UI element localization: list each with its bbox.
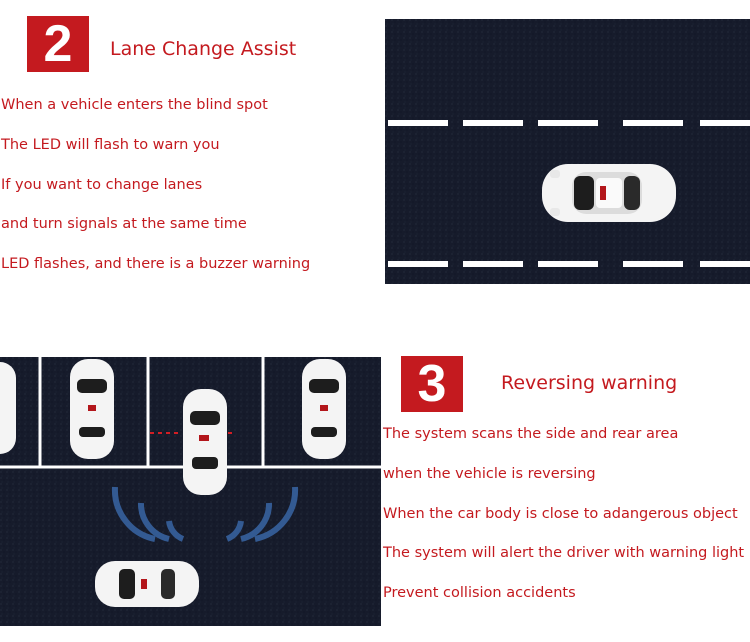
section-title: Lane Change Assist <box>110 38 297 60</box>
reversing-car-icon <box>183 389 227 495</box>
feature-line: When a vehicle enters the blind spot <box>1 97 268 113</box>
lane-marking-bottom <box>388 261 750 267</box>
parking-illustration <box>0 357 381 626</box>
feature-line: The system will alert the driver with wa… <box>383 545 745 561</box>
feature-line: The system scans the side and rear area <box>383 426 679 442</box>
lane-marking-top <box>388 120 750 126</box>
feature-line: when the vehicle is reversing <box>383 466 596 482</box>
feature-line: When the car body is close to adangerous… <box>383 506 738 522</box>
feature-line: LED flashes, and there is a buzzer warni… <box>1 256 311 272</box>
lane-change-road-image <box>385 19 750 284</box>
section-number-badge: 3 <box>401 356 463 412</box>
car-icon <box>542 164 676 222</box>
section-title: Reversing warning <box>501 372 678 394</box>
road-illustration <box>385 19 750 284</box>
feature-line: and turn signals at the same time <box>1 216 247 232</box>
section-number-badge: 2 <box>27 16 89 72</box>
sensor-wave-icon <box>111 486 299 542</box>
reversing-parking-image <box>0 357 381 626</box>
feature-line: If you want to change lanes <box>1 177 203 193</box>
feature-line: The LED will flash to warn you <box>1 137 220 153</box>
moving-car-icon <box>95 561 199 607</box>
feature-line: Prevent collision accidents <box>383 585 576 601</box>
